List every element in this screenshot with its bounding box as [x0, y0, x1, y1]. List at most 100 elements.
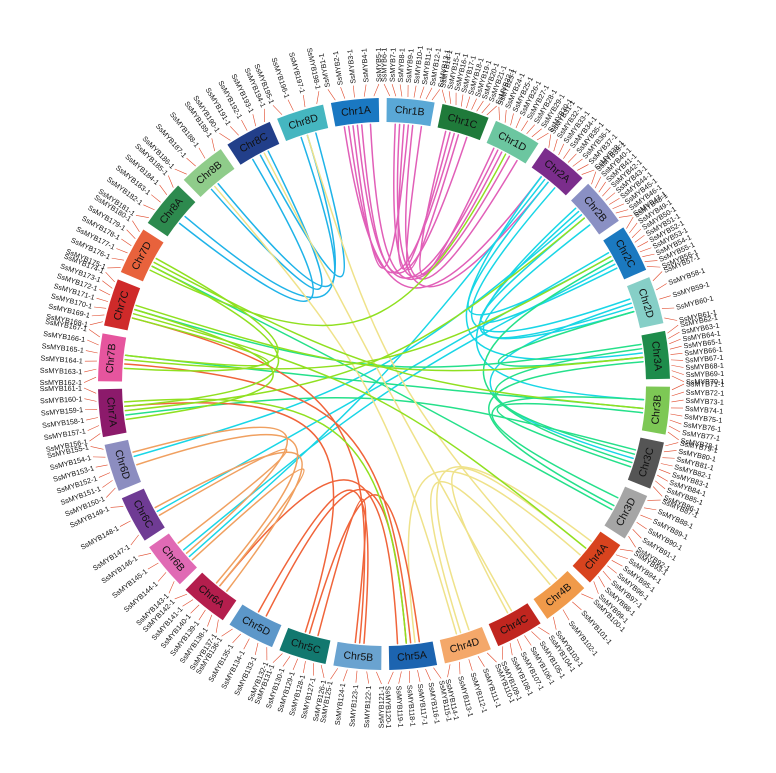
gene-tick [531, 631, 541, 641]
gene-tick [303, 661, 306, 673]
gene-label: SsMYB159-1 [40, 405, 83, 418]
chromosome-label-chr1b: Chr1B [394, 104, 425, 119]
chromosome-block-chr6d [104, 439, 141, 491]
gene-tick [215, 619, 219, 633]
gene-label: SsMYB66-1 [684, 345, 723, 358]
gene-tick [671, 375, 685, 383]
gene-tick [553, 139, 558, 152]
synteny-link [308, 494, 421, 643]
synteny-link [343, 126, 542, 289]
gene-tick [577, 164, 589, 171]
gene-tick [667, 324, 679, 334]
gene-tick [198, 609, 206, 621]
gene-tick [190, 604, 200, 614]
gene-tick [538, 626, 550, 635]
gene-tick [640, 514, 652, 520]
gene-tick [548, 134, 552, 148]
gene-tick [572, 601, 582, 611]
synteny-link [259, 132, 345, 278]
gene-tick [96, 297, 109, 302]
gene-tick [671, 391, 684, 397]
synteny-link [124, 317, 270, 367]
gene-tick [459, 661, 461, 675]
gene-tick [626, 216, 634, 229]
gene-tick [553, 616, 557, 630]
gene-tick [232, 633, 242, 644]
chromosome-block-chr1b [386, 98, 435, 127]
gene-tick [670, 359, 684, 361]
gene-tick [83, 387, 97, 394]
gene-tick [632, 529, 642, 539]
gene-tick [612, 203, 625, 210]
gene-tick [562, 609, 570, 621]
synteny-links [123, 123, 645, 645]
gene-tick [486, 105, 497, 116]
gene-tick [567, 153, 577, 163]
gene-tick [665, 442, 679, 447]
gene-label: SsMYB68-1 [685, 361, 724, 372]
gene-tick [664, 317, 678, 321]
synteny-link [124, 217, 586, 412]
gene-tick [667, 431, 679, 441]
synteny-link [158, 448, 288, 544]
gene-tick [316, 91, 320, 105]
chromosome-block-chr7a [98, 388, 127, 438]
gene-label: SsMYB9-1 [404, 48, 416, 83]
gene-tick [342, 669, 348, 682]
gene-tick [182, 599, 194, 607]
chromosome-block-chr3c [627, 437, 664, 489]
gene-tick [656, 283, 667, 291]
synteny-link [210, 150, 323, 291]
synteny-link [149, 153, 507, 327]
chromosome-label-chr5a: Chr5A [397, 649, 428, 664]
chromosome-block-chr8c [227, 121, 280, 165]
synteny-link [317, 498, 367, 644]
gene-tick [138, 553, 152, 557]
gene-label: SsMYB3-1 [345, 49, 357, 84]
gene-tick [619, 548, 634, 552]
gene-tick [471, 98, 477, 110]
gene-tick [340, 87, 346, 99]
gene-tick [83, 376, 97, 383]
gene-tick [391, 84, 397, 97]
gene-tick [609, 197, 620, 205]
gene-tick [524, 635, 532, 646]
gene-tick [254, 642, 259, 656]
gene-tick [116, 248, 128, 254]
gene-tick [602, 187, 611, 197]
synteny-link [479, 210, 635, 340]
gene-tick [593, 581, 599, 594]
synteny-link [132, 426, 288, 554]
chromosome-block-chr5b [333, 641, 382, 670]
gene-tick [618, 215, 633, 218]
gene-tick [373, 83, 380, 97]
gene-tick [88, 329, 101, 338]
synteny-link [133, 214, 583, 458]
gene-tick [652, 486, 663, 497]
gene-tick [147, 562, 159, 570]
gene-tick [668, 425, 681, 433]
gene-tick [102, 480, 113, 488]
synteny-link [257, 489, 369, 644]
gene-tick [671, 370, 684, 375]
gene-tick [605, 192, 616, 201]
synteny-link [131, 317, 366, 644]
gene-label: SsMYB164-1 [40, 353, 83, 365]
gene-tick [572, 158, 583, 167]
gene-tick [646, 266, 661, 268]
gene-tick [159, 184, 168, 196]
gene-tick [657, 474, 668, 482]
gene-tick [219, 132, 231, 141]
gene-tick [655, 480, 666, 490]
gene-tick [106, 487, 116, 498]
gene-label: SsMYB72-1 [686, 388, 725, 398]
chromosome-block-chr2a [531, 147, 583, 196]
gene-tick [366, 671, 369, 684]
gene-tick [157, 572, 167, 582]
gene-tick [363, 84, 367, 97]
synteny-link [489, 302, 634, 460]
gene-tick [598, 576, 605, 588]
gene-tick [121, 238, 132, 247]
